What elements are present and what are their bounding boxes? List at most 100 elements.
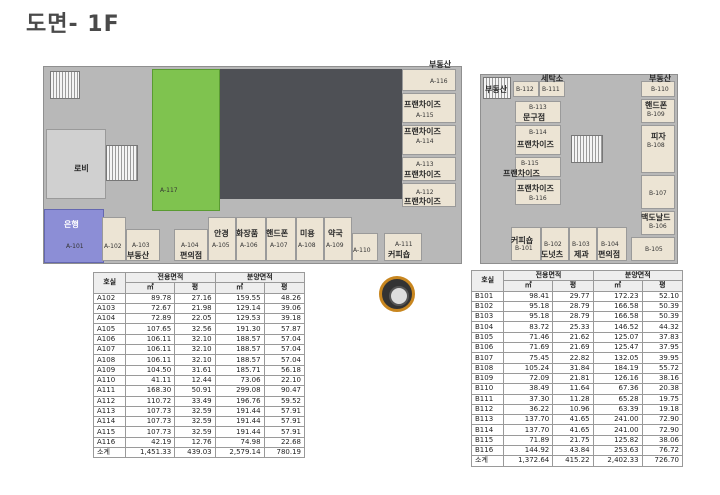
value-cell: 29.77 <box>552 290 594 302</box>
unit-B108 <box>641 125 675 173</box>
value-cell: 57.04 <box>263 344 306 356</box>
total-cell: 726.70 <box>641 455 684 467</box>
unit-cell: B105 <box>470 331 505 344</box>
col-sale-py: 평 <box>263 282 306 294</box>
unit-B112 <box>513 81 539 97</box>
total-cell: 1,451.33 <box>125 447 176 459</box>
unit-cell: B111 <box>470 393 505 405</box>
unit-A114-label: A-114 <box>416 138 434 145</box>
value-cell: 106.11 <box>125 344 176 356</box>
value-cell: 95.18 <box>503 311 554 323</box>
value-cell: 32.59 <box>174 426 216 438</box>
value-cell: 38.49 <box>503 383 554 395</box>
value-cell: 125.07 <box>592 331 643 344</box>
value-cell: 32.59 <box>174 416 216 428</box>
laundry-label: 세탁소 <box>541 74 564 83</box>
value-cell: 166.58 <box>592 300 643 313</box>
cafe-label-b: 커피숍 <box>511 236 534 245</box>
unit-cell: A103 <box>92 302 127 315</box>
unit-B102 <box>541 227 569 261</box>
value-cell: 32.10 <box>174 333 216 346</box>
value-cell: 20.38 <box>641 383 684 395</box>
unit-cell: A115 <box>92 426 127 438</box>
unit-cell: B116 <box>470 445 505 457</box>
value-cell: 188.57 <box>214 344 265 356</box>
value-cell: 125.82 <box>592 434 643 447</box>
value-cell: 75.45 <box>503 352 554 364</box>
bank-label: 은행 <box>64 220 79 229</box>
unit-cell: B114 <box>470 424 505 436</box>
col-sale-py: 평 <box>641 280 684 292</box>
unit-A108-label: A-108 <box>298 242 316 249</box>
value-cell: 10.96 <box>552 403 594 416</box>
unit-A101-bank <box>44 209 104 263</box>
unit-A113-label: A-113 <box>416 161 434 168</box>
total-cell: 439.03 <box>174 447 216 459</box>
unit-A103 <box>126 229 160 261</box>
unit-cell: A102 <box>92 292 127 304</box>
value-cell: 191.44 <box>214 426 265 438</box>
unit-cell: B101 <box>470 290 505 302</box>
col-exclusive-m2: ㎡ <box>125 282 176 294</box>
unit-cell: B107 <box>470 352 505 364</box>
value-cell: 191.44 <box>214 416 265 428</box>
value-cell: 83.72 <box>503 321 554 333</box>
franchise-label-1: 프랜차이즈 <box>404 100 441 109</box>
unit-A105 <box>208 217 236 261</box>
parking-area <box>220 69 402 199</box>
col-exclusive: 전용면적 <box>503 269 594 282</box>
value-cell: 73.06 <box>214 374 265 387</box>
value-cell: 104.50 <box>125 364 176 376</box>
value-cell: 28.79 <box>552 311 594 323</box>
value-cell: 41.11 <box>125 374 176 387</box>
page-title: 도면- 1F <box>26 12 120 37</box>
value-cell: 38.16 <box>641 372 684 385</box>
unit-B114-label: B-114 <box>529 129 547 136</box>
unit-A110 <box>352 233 378 261</box>
unit-B113 <box>515 101 561 123</box>
value-cell: 144.92 <box>503 445 554 457</box>
value-cell: 191.30 <box>214 323 265 335</box>
value-cell: 72.89 <box>125 313 176 325</box>
stair-left-mid <box>106 145 138 181</box>
unit-B107 <box>641 175 675 209</box>
value-cell: 50.39 <box>641 311 684 323</box>
franchise-label-4: 프랜차이즈 <box>404 197 441 206</box>
mcd-label: 맥도날드 <box>641 213 671 222</box>
value-cell: 184.19 <box>592 362 643 374</box>
value-cell: 39.95 <box>641 352 684 364</box>
value-cell: 37.30 <box>503 393 554 405</box>
unit-B112-label: B-112 <box>516 86 534 93</box>
value-cell: 126.16 <box>592 372 643 385</box>
value-cell: 159.55 <box>214 292 265 304</box>
realty-label-2: 부동산 <box>429 60 452 69</box>
value-cell: 72.90 <box>641 424 684 436</box>
pharmacy-label: 약국 <box>328 229 343 238</box>
value-cell: 106.11 <box>125 333 176 346</box>
value-cell: 28.79 <box>552 300 594 313</box>
value-cell: 52.10 <box>641 290 684 302</box>
value-cell: 71.46 <box>503 331 554 344</box>
value-cell: 72.90 <box>641 414 684 426</box>
col-exclusive-py: 평 <box>174 282 216 294</box>
unit-cell: A113 <box>92 405 127 418</box>
unit-B107-label: B-107 <box>649 190 667 197</box>
value-cell: 107.73 <box>125 416 176 428</box>
stair-right-top <box>483 77 511 99</box>
value-cell: 41.65 <box>552 424 594 436</box>
col-sale-m2: ㎡ <box>592 280 643 292</box>
total-label: 소계 <box>470 455 505 467</box>
